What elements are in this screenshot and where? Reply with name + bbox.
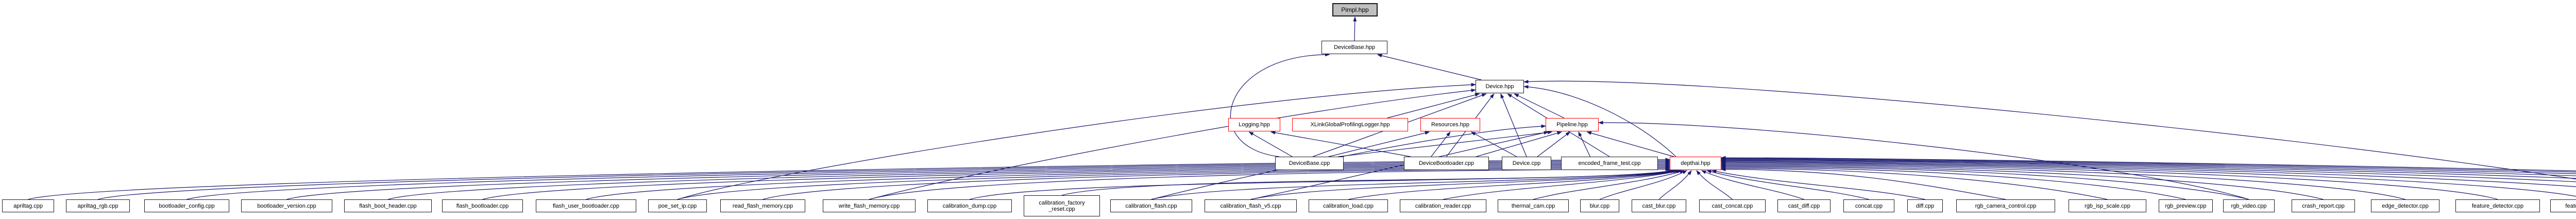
include-edge — [1230, 53, 1330, 157]
node-feature-tracker[interactable]: feature_tracker.cpp — [2550, 199, 2576, 212]
node-devicebootloader-cpp[interactable]: DeviceBootloader.cpp — [1404, 157, 1489, 170]
include-edge — [1721, 158, 2576, 176]
node-cast-blur[interactable]: cast_blur.cpp — [1632, 199, 1686, 212]
include-edge — [1270, 131, 1411, 157]
node-calibration-factory-reset[interactable]: calibration_factory _reset.cpp — [1024, 195, 1100, 216]
include-edge — [1250, 170, 1678, 200]
node-write-flash-memory[interactable]: write_flash_memory.cpp — [823, 199, 916, 212]
node-device-cpp[interactable]: Device.cpp — [1502, 157, 1551, 170]
include-edge — [1248, 131, 1293, 157]
include-edge — [869, 88, 1476, 200]
include-edge — [1721, 158, 2576, 179]
include-edge — [1721, 160, 2576, 187]
node-depthai[interactable]: depthai.hpp — [1670, 157, 1721, 170]
node-apriltag[interactable]: apriltag.cpp — [2, 199, 54, 212]
include-edge — [1348, 170, 1680, 200]
include-edge — [1533, 170, 1685, 200]
include-edge — [1586, 131, 1674, 157]
include-edge — [1721, 162, 2498, 200]
include-edge — [1151, 124, 1546, 200]
include-edge — [1721, 163, 2405, 200]
node-edge-detector[interactable]: edge_detector.cpp — [2371, 199, 2439, 212]
include-edge — [586, 164, 1670, 200]
node-devicebase-cpp[interactable]: DeviceBase.cpp — [1275, 157, 1344, 170]
include-edge — [1353, 16, 1357, 41]
node-flash-user-bootloader[interactable]: flash_user_bootloader.cpp — [536, 199, 636, 212]
include-edge — [1721, 164, 2249, 200]
include-edge — [1377, 54, 1482, 80]
include-edge — [1721, 161, 2576, 197]
include-edge — [1387, 93, 1480, 119]
node-crash-report[interactable]: crash_report.cpp — [2292, 199, 2355, 212]
node-blur[interactable]: blur.cpp — [1580, 199, 1619, 212]
include-edge — [1721, 156, 2576, 172]
node-cast-diff[interactable]: cast_diff.cpp — [1777, 199, 1831, 212]
node-feature-detector[interactable]: feature_detector.cpp — [2455, 199, 2540, 212]
node-thermal-cam[interactable]: thermal_cam.cpp — [1498, 199, 1569, 212]
include-edge — [1701, 170, 1804, 200]
node-encoded-frame-test[interactable]: encoded_frame_test.cpp — [1561, 157, 1658, 170]
include-edge — [97, 159, 1670, 200]
include-edge — [1338, 130, 1553, 157]
include-edge — [1061, 170, 1674, 196]
node-bootloader-config[interactable]: bootloader_config.cpp — [144, 199, 229, 212]
node-pimpl[interactable]: Pimpl.hpp — [1332, 3, 1378, 16]
include-edge — [1721, 167, 2006, 200]
include-edge — [1711, 170, 1925, 200]
node-devicebase-hpp[interactable]: DeviceBase.hpp — [1321, 41, 1387, 54]
node-flash-boot-header[interactable]: flash_boot_header.cpp — [344, 199, 432, 212]
include-edge — [1721, 163, 2324, 200]
node-rgb-preview[interactable]: rgb_preview.cpp — [2159, 199, 2213, 212]
include-edge — [187, 160, 1670, 200]
include-edge — [1500, 93, 1527, 157]
node-calibration-flash-v5[interactable]: calibration_flash_v5.cpp — [1205, 199, 1297, 212]
include-edge — [1721, 156, 2576, 173]
node-rgb-video[interactable]: rgb_video.cpp — [2223, 199, 2275, 212]
include-edge — [1514, 93, 1565, 119]
node-calibration-flash[interactable]: calibration_flash.cpp — [1110, 199, 1192, 212]
node-rgb-isp-scale[interactable]: rgb_isp_scale.cpp — [2069, 199, 2146, 212]
node-cast-concat[interactable]: cast_concat.cpp — [1699, 199, 1766, 212]
node-xlink[interactable]: XLinkGlobalProfilingLogger.hpp — [1292, 118, 1408, 131]
include-edge — [1151, 170, 1676, 200]
node-calibration-reader[interactable]: calibration_reader.cpp — [1400, 199, 1486, 212]
include-edge — [1696, 170, 1733, 200]
include-edge — [1578, 131, 1590, 157]
include-edge — [1431, 131, 1451, 157]
node-resources[interactable]: Resources.hpp — [1420, 118, 1480, 131]
node-rgb-camera-control[interactable]: rgb_camera_control.cpp — [1956, 199, 2055, 212]
node-bootloader-version[interactable]: bootloader_version.cpp — [241, 199, 332, 212]
node-device-hpp[interactable]: Device.hpp — [1476, 80, 1524, 93]
include-edge — [1537, 131, 1571, 157]
include-edge — [1658, 170, 1692, 200]
include-edge — [1598, 121, 2249, 200]
include-edge — [1706, 170, 1869, 200]
node-pipeline[interactable]: Pipeline.hpp — [1546, 118, 1599, 131]
node-read-flash-memory[interactable]: read_flash_memory.cpp — [720, 199, 805, 212]
include-edge — [677, 82, 1476, 200]
node-apriltag-rgb[interactable]: apriltag_rgb.cpp — [66, 199, 130, 212]
node-logging[interactable]: Logging.hpp — [1228, 118, 1280, 131]
include-edge — [1328, 131, 1430, 157]
node-flash-bootloader[interactable]: flash_bootloader.cpp — [442, 199, 523, 212]
node-calibration-load[interactable]: calibration_load.cpp — [1309, 199, 1388, 212]
node-diff[interactable]: diff.cpp — [1907, 199, 1943, 212]
include-edge — [1476, 131, 1562, 157]
include-edge — [869, 167, 1670, 200]
include-edge — [1721, 159, 2576, 182]
include-edge — [1721, 165, 2186, 200]
node-concat[interactable]: concat.cpp — [1843, 199, 1894, 212]
include-edge — [1599, 170, 1687, 200]
include-edge — [1523, 85, 1676, 157]
include-edge — [1443, 170, 1682, 200]
include-edge — [1721, 157, 2576, 174]
node-poe-set-ip[interactable]: poe_set_ip.cpp — [648, 199, 707, 212]
include-edge — [1721, 166, 2108, 200]
node-calibration-dump[interactable]: calibration_dump.cpp — [927, 199, 1012, 212]
include-edge — [28, 158, 1670, 200]
